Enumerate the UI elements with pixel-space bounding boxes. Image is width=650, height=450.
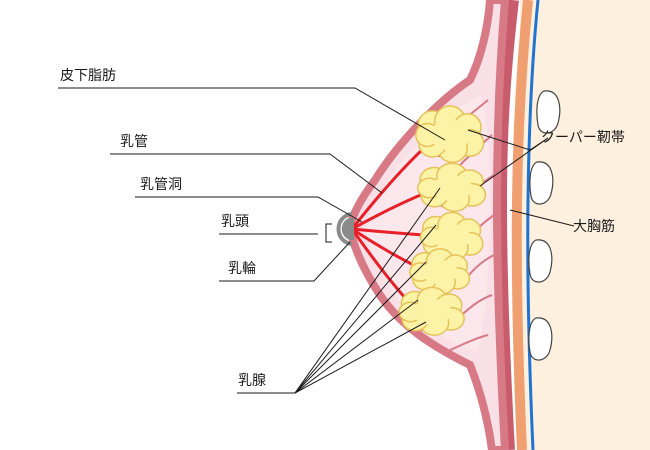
cooper-ligament <box>449 334 489 351</box>
label-pectoralis-major: 大胸筋 <box>573 219 615 235</box>
label-cooper-ligament: クーパー靭帯 <box>541 130 625 146</box>
leader-mammary-gland-5 <box>294 321 427 394</box>
leader-lines <box>58 87 575 394</box>
gland-lobe <box>409 248 471 295</box>
leader-areola <box>219 241 351 282</box>
rib <box>536 90 561 134</box>
gland-lobe <box>398 286 465 336</box>
leader-mammary-gland-4 <box>294 187 441 394</box>
leader-mammary-gland-3 <box>294 224 437 394</box>
rib <box>529 161 554 205</box>
label-mammary-gland: 乳腺 <box>238 373 266 389</box>
rib <box>528 239 553 283</box>
leader-lactiferous-sinus <box>135 196 363 223</box>
leader-cooper-ligament-2 <box>479 137 549 187</box>
leader-pectoralis-major <box>509 209 575 227</box>
gland-lobe <box>415 105 485 164</box>
fascia-band <box>511 0 533 450</box>
leader-mammary-gland-2 <box>294 261 427 394</box>
label-nipple: 乳頭 <box>221 214 249 230</box>
label-lactiferous-duct: 乳管 <box>120 134 148 150</box>
membrane-line <box>526 0 540 450</box>
leader-nipple-bracket <box>325 223 332 243</box>
label-subcutaneous-fat: 皮下脂肪 <box>60 68 116 84</box>
leader-lactiferous-duct <box>110 153 383 194</box>
nipple-outline <box>336 212 353 246</box>
nipple <box>341 218 354 240</box>
label-areola: 乳輪 <box>228 261 256 277</box>
label-lactiferous-sinus: 乳管洞 <box>140 177 182 193</box>
ribs <box>528 90 561 361</box>
gland-lobe <box>417 162 487 212</box>
rib <box>528 317 553 361</box>
leader-subcutaneous-fat <box>58 87 446 141</box>
